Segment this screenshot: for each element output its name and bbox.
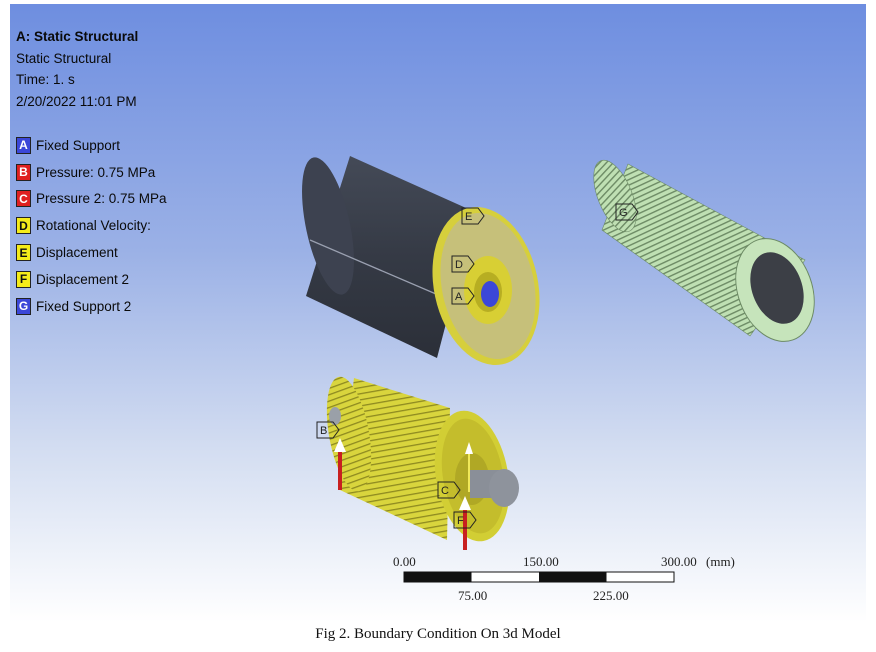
marker-d[interactable]: D xyxy=(451,255,475,273)
legend-item-fixed-support-2[interactable]: G Fixed Support 2 xyxy=(16,293,167,320)
scale-bar: 0.00 150.00 300.00 (mm) 75.00 225.00 xyxy=(393,554,735,603)
scale-unit: (mm) xyxy=(706,554,735,569)
legend-item-pressure[interactable]: B Pressure: 0.75 MPa xyxy=(16,159,167,186)
marker-b-text: B xyxy=(320,425,327,437)
legend-label: Rotational Velocity: xyxy=(36,218,151,234)
marker-c[interactable]: C xyxy=(437,481,461,499)
marker-f-text: F xyxy=(457,515,464,527)
legend-badge: B xyxy=(16,163,31,181)
marker-c-text: C xyxy=(441,485,449,497)
analysis-time: Time: 1. s xyxy=(16,72,75,87)
legend-badge: E xyxy=(16,244,31,262)
legend-item-fixed-support[interactable]: A Fixed Support xyxy=(16,132,167,159)
scale-label: 225.00 xyxy=(593,588,629,603)
legend-label: Pressure: 0.75 MPa xyxy=(36,164,156,180)
scale-label: 150.00 xyxy=(523,554,559,569)
analysis-title: A: Static Structural xyxy=(16,29,139,44)
marker-g[interactable]: G xyxy=(615,203,639,221)
legend-label: Displacement 2 xyxy=(36,271,130,287)
marker-d-text: D xyxy=(455,259,463,271)
legend-label: Pressure 2: 0.75 MPa xyxy=(36,191,167,207)
analysis-type: Static Structural xyxy=(16,50,112,66)
scale-label: 0.00 xyxy=(393,554,416,569)
legend-item-pressure-2[interactable]: C Pressure 2: 0.75 MPa xyxy=(16,186,167,213)
legend-badge: D xyxy=(16,217,31,235)
model-scene[interactable]: E D A G B C F 0.00 150.00 30 xyxy=(10,4,866,622)
legend-badge: C xyxy=(16,190,31,208)
analysis-info: A: Static Structural Static Structural T… xyxy=(16,26,138,112)
legend-badge: A xyxy=(16,136,31,154)
marker-g-text: G xyxy=(619,207,628,219)
scale-label: 300.00 xyxy=(661,554,697,569)
marker-e[interactable]: E xyxy=(461,207,485,225)
legend-label: Displacement xyxy=(36,245,118,261)
legend-label: Fixed Support xyxy=(36,137,121,153)
analysis-date: 2/20/2022 11:01 PM xyxy=(16,93,137,109)
boundary-legend: A Fixed Support B Pressure: 0.75 MPa C P… xyxy=(16,132,167,320)
graphics-viewport[interactable]: A: Static Structural Static Structural T… xyxy=(10,4,866,622)
legend-badge: F xyxy=(16,270,31,288)
marker-b[interactable]: B xyxy=(316,421,340,439)
figure-caption: Fig 2. Boundary Condition On 3d Model xyxy=(315,626,561,642)
outer-cylinder-model[interactable] xyxy=(292,153,554,375)
legend-item-rotational-velocity[interactable]: D Rotational Velocity: xyxy=(16,212,167,239)
legend-item-displacement[interactable]: E Displacement xyxy=(16,239,167,266)
legend-badge: G xyxy=(16,297,31,315)
ribbed-tube-model[interactable] xyxy=(585,154,828,352)
legend-item-displacement-2[interactable]: F Displacement 2 xyxy=(16,266,167,293)
marker-a-text: A xyxy=(455,291,463,303)
marker-a[interactable]: A xyxy=(451,287,475,305)
legend-label: Fixed Support 2 xyxy=(36,298,132,314)
rotor-model[interactable] xyxy=(319,373,519,550)
marker-f[interactable]: F xyxy=(453,511,477,529)
marker-e-text: E xyxy=(465,211,472,223)
scale-label: 75.00 xyxy=(458,588,487,603)
